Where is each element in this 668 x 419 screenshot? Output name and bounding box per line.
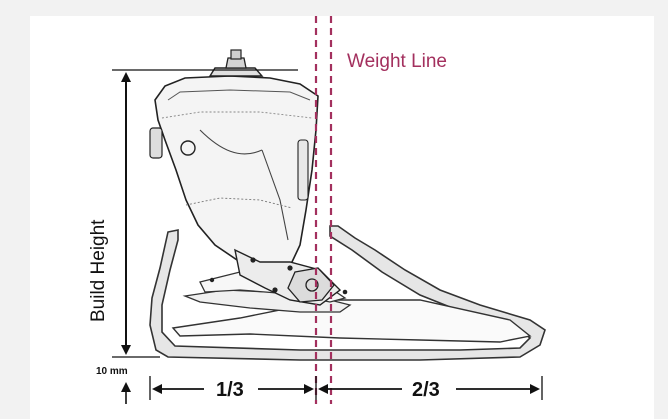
one-third-label: 1/3 bbox=[216, 379, 244, 401]
weight-line-label: Weight Line bbox=[347, 51, 447, 72]
offset-label: 10 mm bbox=[96, 366, 128, 377]
build-height-label: Build Height bbox=[88, 219, 109, 322]
ankle-housing bbox=[149, 49, 348, 306]
foot-shell bbox=[149, 225, 546, 361]
two-thirds-label: 2/3 bbox=[412, 379, 440, 401]
